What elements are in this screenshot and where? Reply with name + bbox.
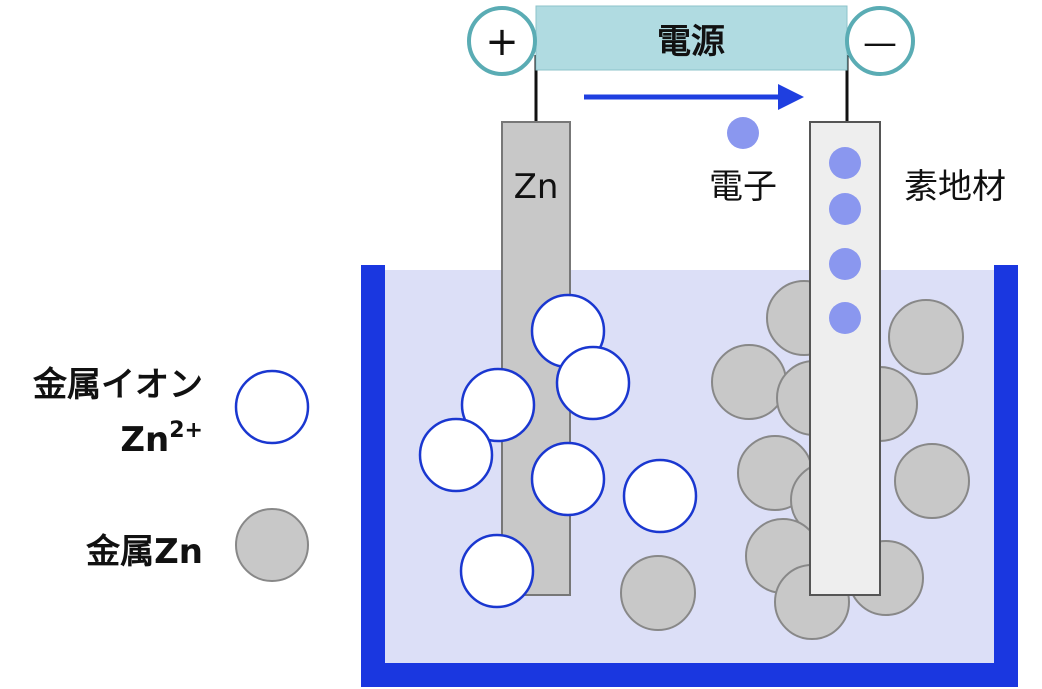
zn-particle xyxy=(620,555,696,631)
minus-symbol: — xyxy=(863,23,897,63)
plus-terminal xyxy=(467,6,537,76)
anode-label: Zn xyxy=(514,167,559,207)
tank-wall-left xyxy=(361,265,385,687)
legend-metal-icon xyxy=(235,508,309,582)
zn-particle xyxy=(888,299,964,375)
electron-dot xyxy=(829,147,861,179)
zn-particle xyxy=(711,344,787,420)
legend-ion-formula: Zn xyxy=(120,420,169,460)
zn-particle xyxy=(894,443,970,519)
cathode-plate xyxy=(809,121,881,596)
electron-icon xyxy=(727,117,759,149)
legend-ion-label-line1: 金属イオン xyxy=(32,365,203,405)
electron-dot xyxy=(829,248,861,280)
plus-symbol: + xyxy=(485,19,519,65)
legend-metal-label: 金属Zn xyxy=(85,532,203,572)
zn-ion xyxy=(460,367,536,443)
electron-dot xyxy=(829,193,861,225)
zn-ions xyxy=(418,293,698,609)
zn-ion xyxy=(555,345,631,421)
power-supply-box xyxy=(535,5,848,71)
zn-ion xyxy=(530,441,606,517)
zn-ion xyxy=(459,533,535,609)
cathode-electrons xyxy=(829,147,861,334)
minus-terminal xyxy=(845,6,915,76)
tank-wall-right xyxy=(994,265,1018,687)
tank-wall-bottom xyxy=(361,663,1018,687)
electron-label: 電子 xyxy=(709,167,777,207)
electron-flow-arrow-head xyxy=(778,84,804,110)
power-supply-label: 電源 xyxy=(657,22,725,62)
electron-dot xyxy=(829,302,861,334)
zn-ion xyxy=(622,458,698,534)
cathode-label: 素地材 xyxy=(904,167,1006,207)
legend-ion-icon xyxy=(234,369,310,445)
zn-ion xyxy=(418,417,494,493)
legend-ion-label-line2: Zn2+ xyxy=(120,418,203,460)
legend-ion-charge: 2+ xyxy=(169,418,203,443)
